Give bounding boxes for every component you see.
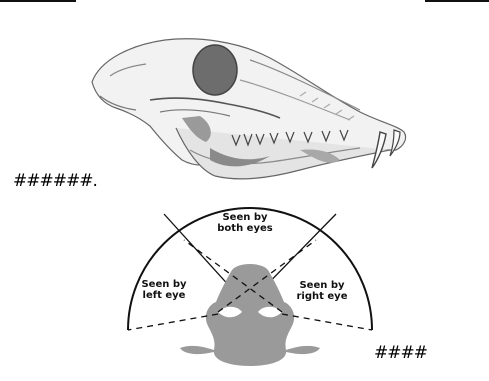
right-eye-outer-sightline [282, 314, 372, 330]
placeholder-marker-top: ######. [13, 171, 97, 191]
head-silhouette [206, 264, 294, 366]
dog-skull-illustration [92, 39, 406, 179]
left-eye-label: Seen by left eye [128, 279, 200, 301]
both-eyes-label: Seen by both eyes [200, 212, 290, 234]
placeholder-marker-bottom: #### [374, 343, 427, 363]
left-eye-outer-sightline [128, 314, 218, 330]
right-eye-label: Seen by right eye [286, 280, 358, 302]
